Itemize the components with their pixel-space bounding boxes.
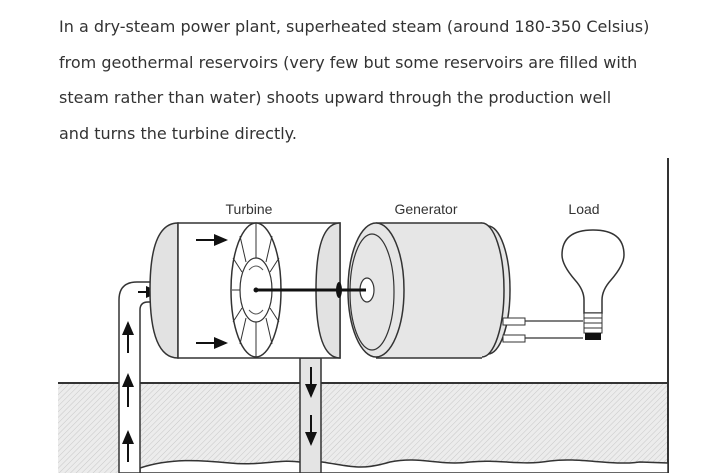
paragraph-line: steam rather than water) shoots upward t… (59, 88, 612, 107)
paragraph-line: from geothermal reservoirs (very few but… (59, 52, 638, 72)
reservoir-boundary (139, 459, 669, 473)
generator (347, 222, 526, 359)
paragraph-line: In a dry-steam power plant, superheated … (59, 17, 650, 36)
generator-label: Generator (394, 201, 457, 217)
exhaust-pipe (299, 357, 322, 473)
load-label: Load (568, 201, 599, 217)
paragraph-line: and turns the turbine directly. (59, 123, 297, 143)
body-paragraph: In a dry-steam power plant, superheated … (59, 9, 699, 151)
ground (58, 158, 669, 473)
shaft-collar (336, 282, 342, 298)
turbine-label: Turbine (226, 201, 273, 217)
load-bulb (525, 229, 625, 340)
